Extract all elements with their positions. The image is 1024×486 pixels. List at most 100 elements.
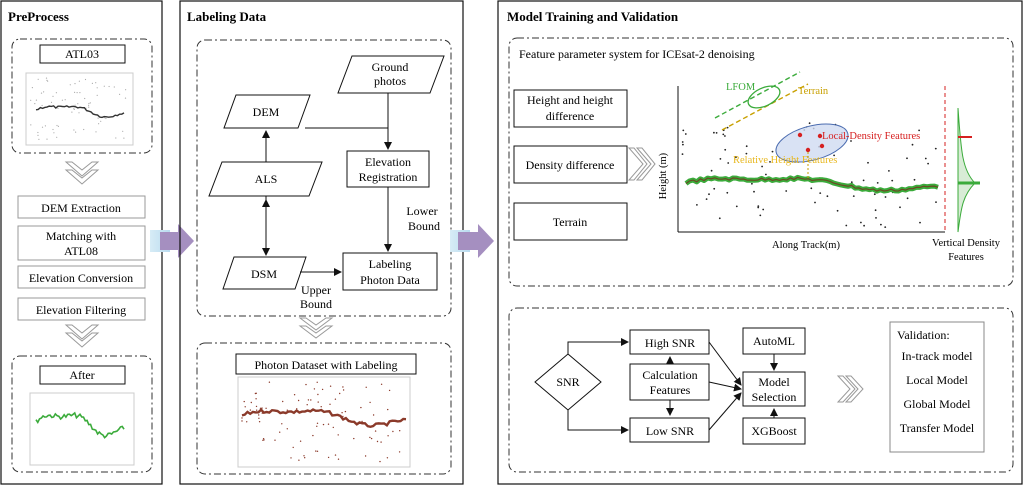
photon-dot [76, 92, 78, 94]
photon-dot [852, 195, 855, 198]
photon-dot [53, 132, 55, 134]
after-label: After [69, 368, 94, 382]
photon-dot [681, 141, 684, 143]
low-to-model-arrow [708, 392, 742, 431]
automl-label: AutoML [753, 334, 795, 348]
chevron-down-icon [64, 161, 100, 177]
high-snr-label: High SNR [645, 336, 695, 350]
photon-dot [91, 82, 93, 84]
upper-label: Upper [301, 283, 331, 297]
photon-dot [757, 206, 760, 209]
photon-dot [292, 446, 294, 449]
photon-dot [125, 89, 127, 91]
photon-dot [263, 439, 265, 441]
photon-dot [30, 124, 32, 126]
photon-dot [73, 108, 75, 110]
photon-data-label: Photon Data [360, 273, 420, 287]
photon-dot [327, 423, 330, 425]
photon-dot [44, 125, 47, 127]
model-panel: Model Training and Validation Feature pa… [497, 0, 1023, 485]
photon-dot [376, 440, 379, 443]
photon-dot [765, 173, 767, 176]
photon-dot [899, 206, 901, 209]
photon-dot [380, 383, 383, 385]
labeling-group [196, 39, 452, 317]
photon-dot [745, 152, 748, 155]
photon-dot [50, 101, 53, 103]
photon-dot [97, 117, 99, 119]
photon-dot [307, 399, 310, 401]
photon-dot [906, 197, 909, 200]
photon-dot [724, 148, 727, 151]
feature-system-label: Feature parameter system for ICEsat-2 de… [519, 47, 755, 61]
validation-transfer: Transfer Model [900, 421, 975, 435]
model-label: Model [758, 375, 790, 389]
photon-dot [296, 408, 298, 410]
photon-dot [753, 190, 755, 193]
validation-local: Local Model [906, 373, 968, 387]
photon-dot [873, 193, 876, 196]
photon-dot [919, 221, 921, 224]
photon-dataset-group [196, 342, 452, 475]
feature-system-group [508, 37, 1014, 287]
xgboost-label: XGBoost [751, 424, 797, 438]
photon-dot [761, 165, 763, 168]
snr-label: SNR [556, 375, 579, 389]
photon-dot [268, 381, 271, 383]
photon-dot [52, 128, 54, 131]
after-plot [29, 392, 135, 466]
photon-dot [105, 117, 107, 120]
photon-dot [78, 80, 80, 82]
terrain-line-label: Terrain [798, 86, 829, 97]
photon-dot [281, 423, 283, 425]
photon-dot [913, 178, 916, 181]
photon-dot [115, 137, 117, 139]
photon-dot [379, 460, 381, 463]
photon-dot [880, 223, 882, 226]
terrain-label: Terrain [553, 215, 587, 229]
photon-dot [369, 436, 371, 439]
vertical-density-curve [957, 107, 976, 233]
photon-dot [30, 99, 32, 101]
photon-dot [84, 78, 87, 81]
atl08-label: ATL08 [64, 244, 98, 258]
photon-dot [718, 217, 721, 220]
photon-dot [75, 131, 77, 133]
photon-dot [304, 457, 306, 459]
right-arrow-icon [458, 224, 494, 258]
photon-dataset-box [235, 353, 417, 375]
photon-dot [73, 129, 75, 131]
photon-dataset-plot [237, 376, 411, 468]
photon-dot [713, 187, 716, 190]
high-snr-box [629, 329, 710, 355]
chevron-right-icon [836, 375, 856, 403]
photon-dot [867, 161, 869, 164]
selection-label: Selection [752, 390, 797, 404]
lfom-ellipse [747, 85, 781, 109]
atl03-ground-line [35, 105, 125, 119]
automl-box [742, 327, 806, 355]
photon-dot [243, 400, 245, 403]
ground-signal-line [685, 176, 939, 192]
photon-dot [122, 130, 124, 132]
photon-dot [342, 386, 344, 388]
photon-dot [88, 102, 90, 105]
photon-dot [387, 435, 389, 437]
photon-dot [31, 87, 33, 89]
photon-dot [123, 137, 125, 139]
photon-dot [265, 407, 267, 409]
photon-dot [38, 138, 40, 140]
vertical-density-label-1: Vertical Density [932, 238, 1001, 249]
density-point [805, 147, 811, 153]
atl03-group [11, 38, 153, 154]
atl03-label: ATL03 [65, 47, 99, 61]
photon-dot [83, 128, 85, 131]
density-difference-box [513, 145, 628, 184]
photon-dot [337, 434, 339, 436]
photon-dot [850, 140, 852, 142]
als-label: ALS [255, 172, 278, 186]
dem-box [223, 94, 311, 129]
photon-dot [682, 129, 685, 132]
photon-dot [46, 79, 48, 81]
photon-dot [814, 201, 816, 204]
